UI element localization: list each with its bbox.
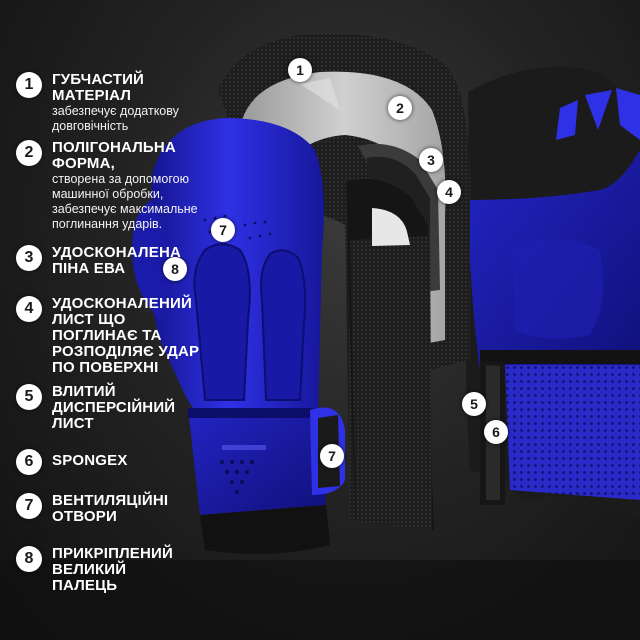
feature-item-attached-thumb: 8 ПРИКРІПЛЕНИЙ ВЕЛИКИЙ ПАЛЕЦЬ [16,546,187,594]
marker-eva-foam: 3 [419,148,443,172]
feature-description: забезпечує додаткову довговічність [52,104,179,133]
feature-number: 5 [16,384,42,410]
feature-title: УДОСКОНАЛЕНИЙ ЛИСТ ЩО ПОГЛИНАЄ ТА РОЗПОД… [52,295,200,376]
feature-number: 3 [16,245,42,271]
feature-number: 6 [16,449,42,475]
marker-sponge-layer: 1 [288,58,312,82]
feature-title: ВЛИТИЙ ДИСПЕРСІЙНИЙ ЛИСТ [52,383,176,432]
feature-item-vent-holes: 7 ВЕНТИЛЯЦІЙНІ ОТВОРИ [16,492,169,525]
feature-number: 1 [16,72,42,98]
feature-title: SPONGEX [52,452,128,469]
marker-attached-thumb: 8 [163,257,187,281]
front-glove [132,118,345,554]
feature-item-absorbing-sheet: 4 УДОСКОНАЛЕНИЙ ЛИСТ ЩО ПОГЛИНАЄ ТА РОЗП… [16,296,202,376]
marker-dispersion-sheet: 5 [462,392,486,416]
feature-number: 7 [16,493,42,519]
feature-item-eva-foam: 3 УДОСКОНАЛЕНА ПІНА ЕВА [16,244,182,277]
feature-title: ПРИКРІПЛЕНИЙ ВЕЛИКИЙ ПАЛЕЦЬ [52,545,174,594]
feature-title: ГУБЧАСТИЙ МАТЕРІАЛ [52,71,145,104]
feature-description: створена за допомогою машинної обробки, … [52,172,198,231]
marker-vent-holes-cuff: 7 [320,444,344,468]
marker-polygonal-form: 2 [388,96,412,120]
right-glove [466,67,640,520]
feature-item-dispersion-sheet: 5 ВЛИТИЙ ДИСПЕРСІЙНИЙ ЛИСТ [16,383,176,432]
feature-number: 8 [16,546,42,572]
marker-absorbing-sheet: 4 [437,180,461,204]
feature-item-polygonal: 2 ПОЛІГОНАЛЬНА ФОРМА, створена за допомо… [16,140,227,232]
feature-item-spongex: 6 SPONGEX [16,449,167,475]
marker-spongex: 6 [484,420,508,444]
marker-vent-holes-palm: 7 [211,218,235,242]
feature-number: 4 [16,296,42,322]
feature-title: ПОЛІГОНАЛЬНА ФОРМА, [52,139,176,172]
feature-title: ВЕНТИЛЯЦІЙНІ ОТВОРИ [52,492,169,525]
feature-title: УДОСКОНАЛЕНА ПІНА ЕВА [52,244,182,277]
feature-item-sponge: 1 ГУБЧАСТИЙ МАТЕРІАЛ забезпечує додатков… [16,72,202,134]
feature-number: 2 [16,140,42,166]
